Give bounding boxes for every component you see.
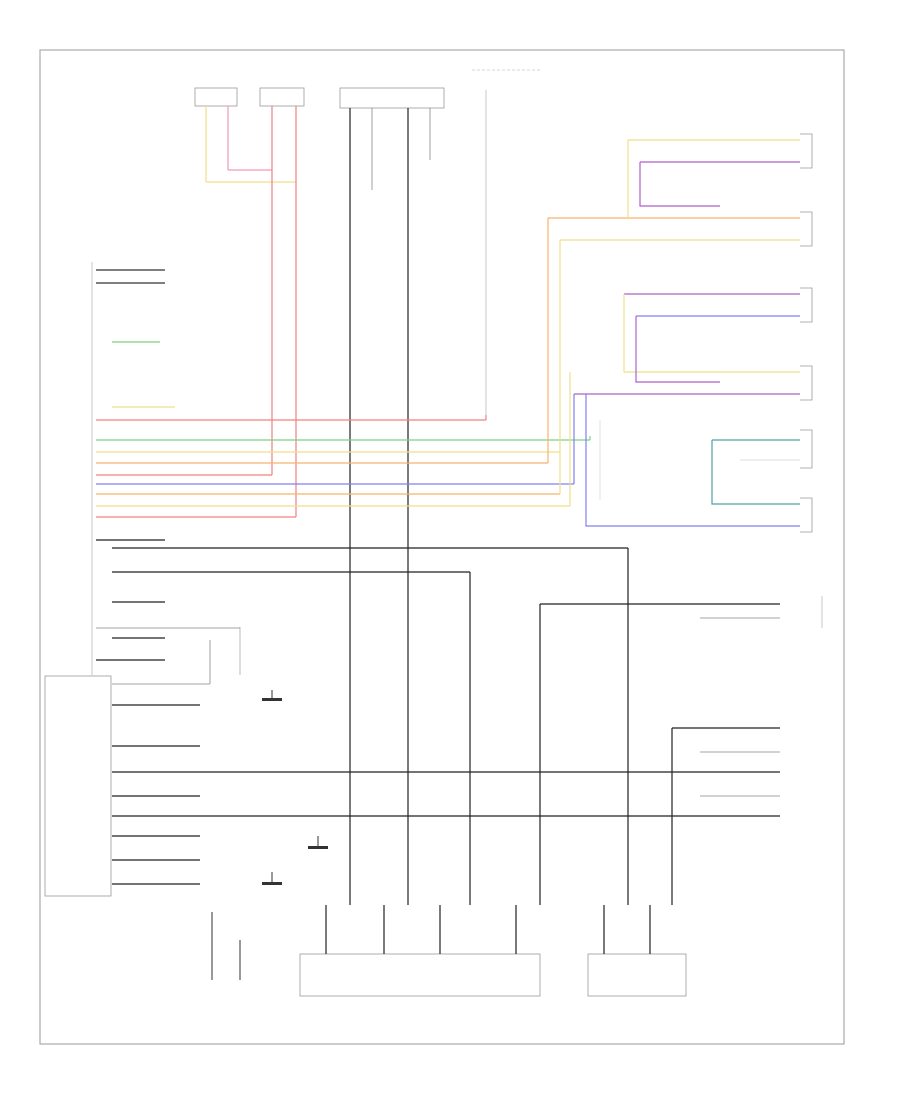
- diagram-border: [39, 49, 845, 1045]
- lr-door-speaker-wiring: [585, 394, 813, 533]
- ground-2: [308, 836, 328, 849]
- bottom-module: [211, 912, 241, 980]
- ground-symbols: [262, 690, 328, 885]
- steering-sensor-wires: [349, 90, 487, 905]
- lf-tweeter: [194, 87, 238, 107]
- speaker-bus: [96, 218, 591, 518]
- head-unit-lower-leads: [96, 539, 780, 905]
- antenna-module: [587, 905, 687, 997]
- instrument-cluster-group: [299, 905, 541, 997]
- ground-1: [262, 690, 282, 701]
- head-unit-connector: [44, 262, 241, 897]
- head-unit-upper-leads: [96, 269, 486, 421]
- steering-sensor: [339, 87, 445, 109]
- rr-door-speaker-wiring: [574, 287, 813, 401]
- rf-door-speaker-wiring: [548, 133, 813, 247]
- tweeter-wiring: [205, 106, 297, 517]
- rf-tweeter: [259, 87, 305, 107]
- ground-3: [262, 872, 282, 885]
